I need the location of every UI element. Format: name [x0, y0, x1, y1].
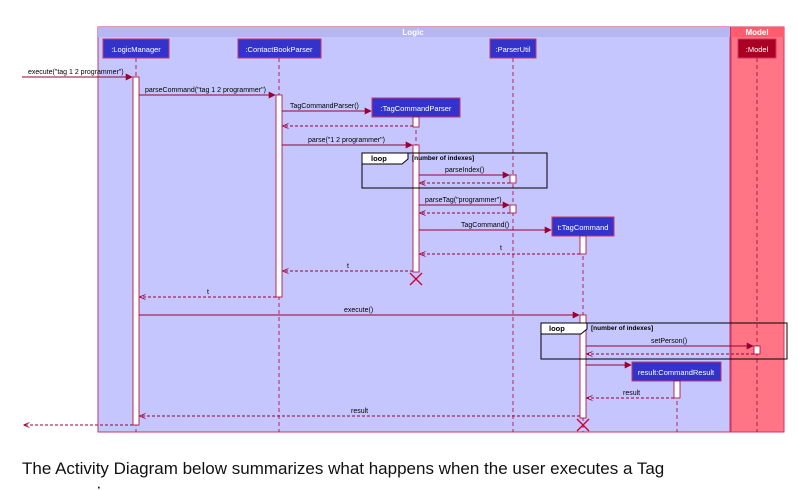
activation-tag-command-2 — [579, 314, 587, 419]
model-frame-label: Model — [745, 28, 768, 37]
msg-parse-label: parse("1 2 programmer") — [308, 137, 385, 144]
msg-return-t3-label: t — [207, 289, 209, 296]
participant-logic-manager: :LogicManager — [102, 38, 170, 59]
object-tag-command: t:TagCommand — [551, 216, 615, 237]
loop-keyword: loop — [371, 154, 387, 163]
participant-label: :ParserUtil — [495, 45, 530, 54]
msg-execute-call-label: execute() — [344, 307, 373, 314]
participant-label: :Model — [746, 45, 769, 54]
destroy-tag-command-icon — [576, 418, 590, 432]
activation-model — [753, 345, 761, 355]
loop-guard: [number of indexes] — [412, 155, 474, 162]
participant-model: :Model — [737, 38, 777, 59]
participant-parser-util: :ParserUtil — [489, 38, 537, 59]
sequence-diagram: Logic Model :LogicManager :ContactBookPa… — [22, 26, 788, 433]
activation-contact-book-parser — [275, 94, 283, 298]
msg-tag-command-parser-ctor-label: TagCommandParser() — [290, 103, 359, 110]
msg-parse-tag-label: parseTag("programmer") — [425, 197, 502, 204]
loop-guard: [number of indexes] — [591, 325, 653, 332]
activation-tag-command-parser-1 — [412, 116, 420, 128]
loop-fragment-1: loop [number of indexes] — [361, 152, 548, 189]
loop-fragment-2: loop [number of indexes] — [540, 322, 788, 360]
caption-text: The Activity Diagram below summarizes wh… — [22, 459, 665, 478]
activation-logic-manager — [132, 76, 140, 426]
object-label: t:TagCommand — [558, 223, 609, 232]
msg-parse-command-label: parseCommand("tag 1 2 programmer") — [145, 87, 266, 94]
messages: execute("tag 1 2 programmer") parseComma… — [22, 69, 754, 425]
activation-command-result — [673, 380, 681, 399]
model-frame: Model — [730, 26, 785, 433]
msg-return-t1-label: t — [500, 245, 502, 252]
object-label: :TagCommandParser — [381, 104, 452, 113]
msg-return-result1-label: result — [623, 390, 640, 397]
logic-frame-label: Logic — [402, 28, 424, 37]
destroy-tag-command-parser-icon — [409, 272, 423, 286]
activation-parser-util-2 — [509, 204, 517, 214]
loop-keyword: loop — [549, 324, 565, 333]
msg-return-t2-label: t — [347, 263, 349, 270]
msg-execute-input-label: execute("tag 1 2 programmer") — [28, 69, 124, 76]
object-command-result: result:CommandResult — [631, 361, 722, 382]
activation-parser-util-1 — [509, 174, 517, 184]
msg-tag-command-ctor-label: TagCommand() — [461, 222, 509, 229]
activation-bars — [132, 76, 761, 426]
msg-parse-index-label: parseIndex() — [445, 167, 484, 174]
msg-return-result2-label: result — [351, 408, 368, 415]
participant-label: :LogicManager — [111, 45, 161, 54]
object-label: result:CommandResult — [638, 368, 715, 377]
object-tag-command-parser: :TagCommandParser — [371, 97, 461, 118]
participant-contact-book-parser: :ContactBookParser — [237, 38, 322, 59]
activation-tag-command-parser-2 — [412, 144, 420, 273]
caption-continuation: · — [96, 484, 104, 490]
activation-tag-command-1 — [579, 235, 587, 255]
msg-set-person-label: setPerson() — [651, 338, 687, 345]
participant-label: :ContactBookParser — [245, 45, 313, 54]
